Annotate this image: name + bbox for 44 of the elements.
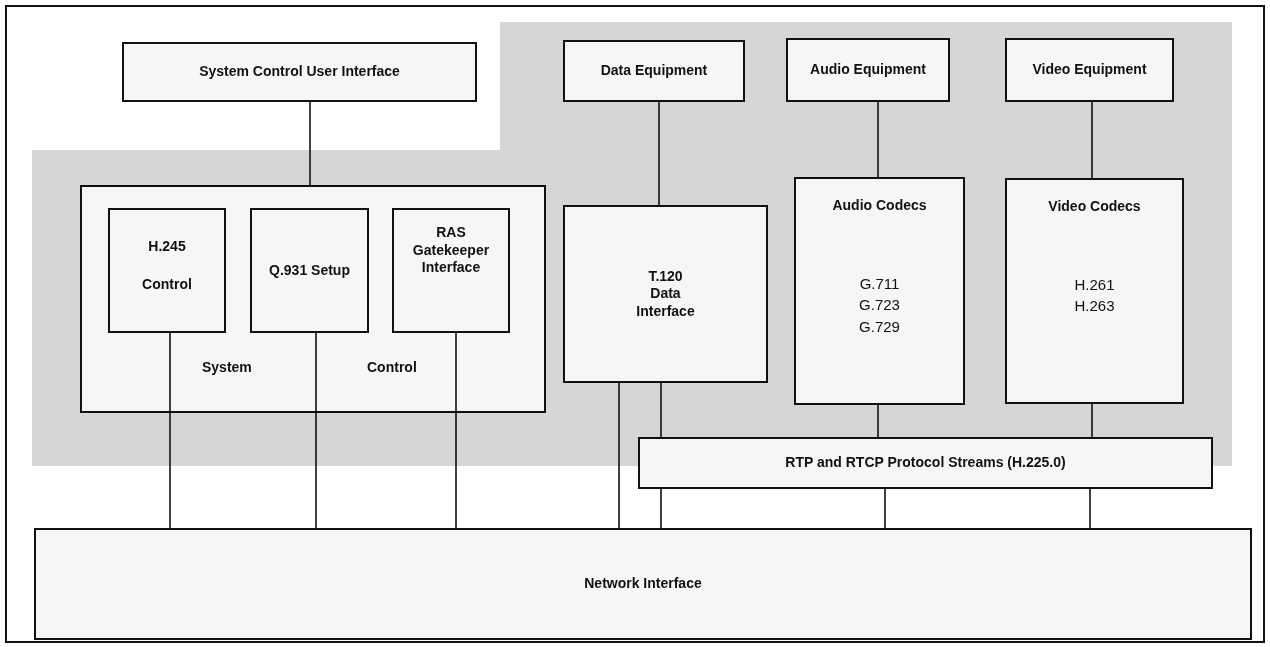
process-box (1005, 38, 1174, 102)
process-box (794, 177, 965, 405)
process-box (108, 208, 226, 333)
box-label: RTP and RTCP Protocol Streams (H.225.0) (785, 454, 1066, 472)
connector-line (169, 330, 171, 529)
connector-line (660, 488, 662, 529)
connector-line (1089, 488, 1091, 529)
process-box (563, 205, 768, 383)
connector-line (618, 382, 620, 529)
connector-line (455, 330, 457, 529)
process-box (34, 528, 1252, 640)
process-box (80, 185, 546, 413)
box-label: Control (142, 275, 192, 293)
connector-line (658, 101, 660, 206)
group-label: Control (367, 359, 417, 377)
connector-line (1091, 403, 1093, 438)
codec-list: H.261 H.263 (1069, 273, 1120, 317)
connector-line (309, 101, 311, 186)
connector-line (1091, 101, 1093, 179)
process-box (638, 437, 1213, 489)
box-label: T.120 Data Interface (635, 267, 696, 321)
box-label: RAS Gatekeeper Interface (411, 224, 491, 277)
process-box (563, 40, 745, 102)
box-label: Network Interface (584, 575, 702, 593)
connector-line (884, 488, 886, 529)
process-box (786, 38, 950, 102)
codec-list: G.711 G.723 G.729 (854, 272, 905, 338)
box-label: System Control User Interface (199, 63, 400, 81)
box-label: Audio Codecs (832, 197, 927, 215)
process-box (1005, 178, 1184, 404)
connector-line (877, 101, 879, 178)
process-box (122, 42, 477, 102)
process-box (392, 208, 510, 333)
connector-line (315, 330, 317, 529)
connector-line (660, 382, 662, 438)
box-label: Video Equipment (1032, 61, 1147, 79)
process-box (250, 208, 369, 333)
box-label: Audio Equipment (810, 61, 926, 79)
box-label: Video Codecs (1048, 198, 1141, 216)
box-label: Data Equipment (600, 62, 708, 80)
box-label: Q.931 Setup (269, 261, 350, 280)
box-label: H.245 (148, 238, 186, 256)
group-label: System (202, 359, 252, 377)
connector-line (877, 404, 879, 438)
